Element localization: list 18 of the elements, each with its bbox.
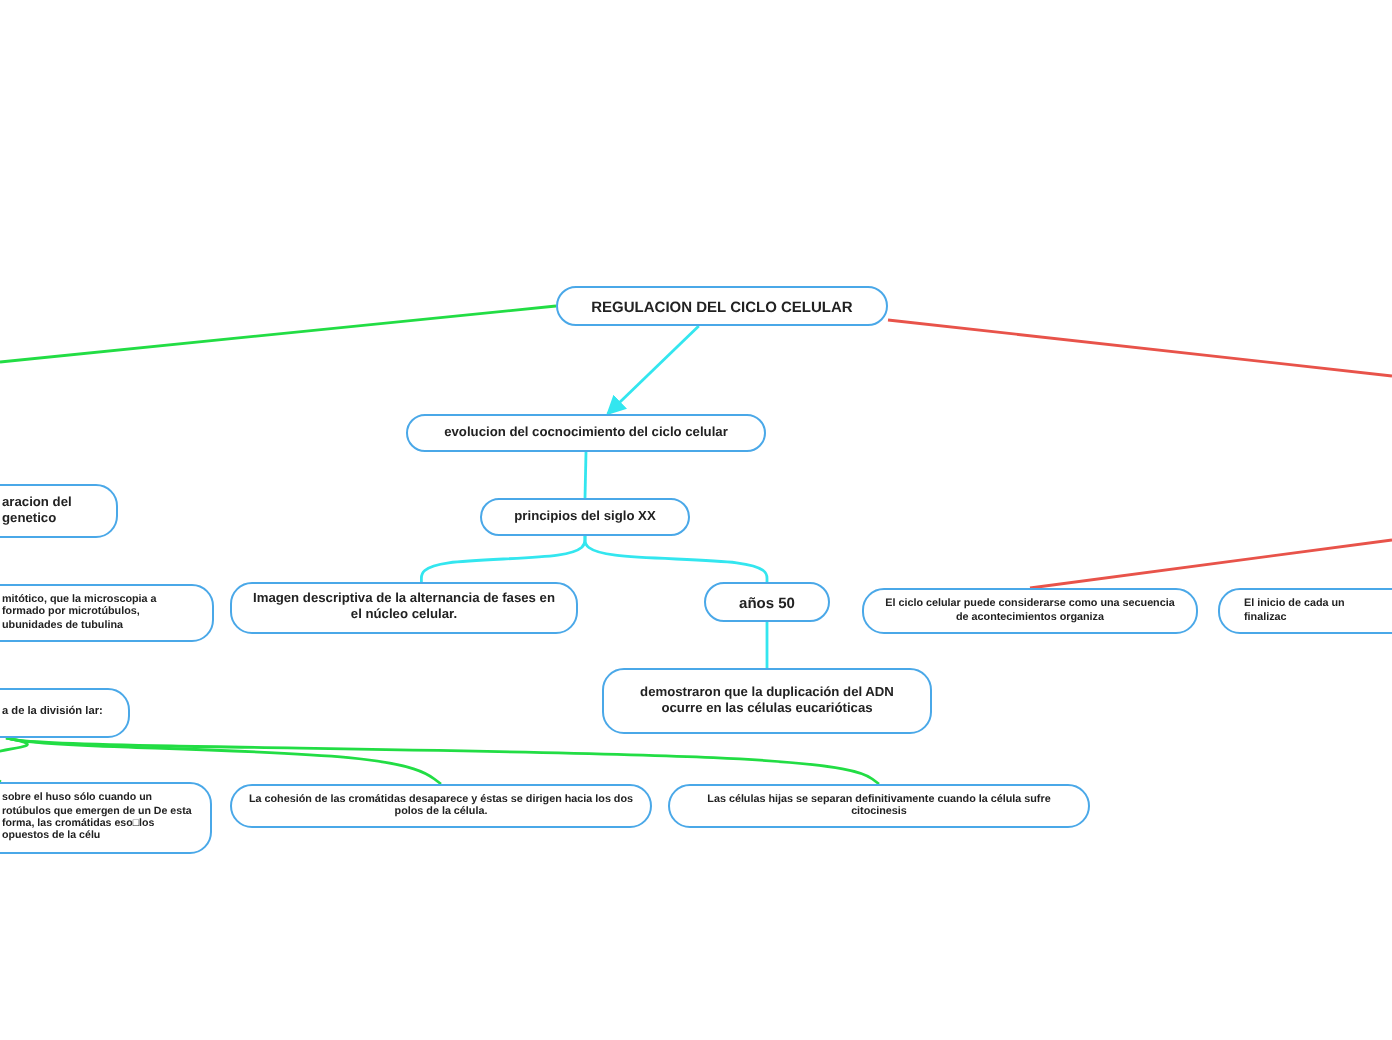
connector-line	[887, 318, 1392, 378]
topic-box	[480, 498, 690, 536]
arrow	[606, 325, 700, 416]
connector-line	[5, 736, 880, 786]
topic-box	[230, 582, 578, 634]
connector-line	[583, 451, 588, 499]
connector-line	[0, 304, 557, 364]
connector-line	[583, 536, 769, 582]
connector-line	[765, 622, 769, 668]
topic-box	[556, 286, 888, 326]
topic-box	[862, 588, 1198, 634]
topic-box	[704, 582, 830, 622]
topic-box	[668, 784, 1090, 828]
connector-line	[1029, 538, 1392, 590]
connector-line	[0, 736, 29, 784]
topic-box	[230, 784, 652, 828]
topic-box	[406, 414, 766, 452]
topic-box	[602, 668, 932, 734]
